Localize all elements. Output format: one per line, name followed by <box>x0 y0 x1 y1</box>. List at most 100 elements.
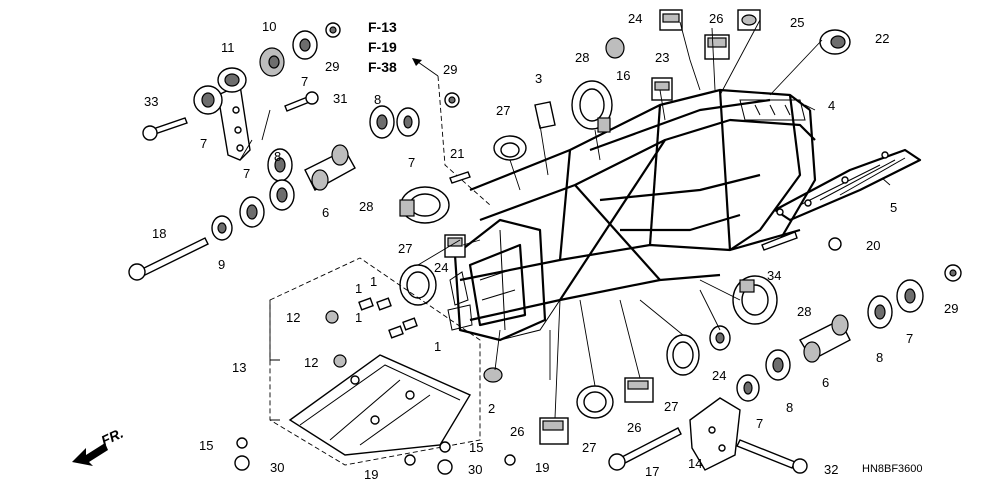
part-label-29[interactable]: 29 <box>944 301 958 316</box>
reference-label-f19[interactable]: F-19 <box>368 39 397 55</box>
part-label-29[interactable]: 29 <box>325 59 339 74</box>
engine-mount-parts-left <box>128 22 420 281</box>
clamp-23 <box>651 77 673 101</box>
part-label-28[interactable]: 28 <box>359 199 373 214</box>
part-label-9[interactable]: 9 <box>218 257 225 272</box>
part-label-15[interactable]: 15 <box>469 440 483 455</box>
part-label-27[interactable]: 27 <box>582 440 596 455</box>
part-label-24[interactable]: 24 <box>434 260 448 275</box>
clamp-27-left <box>399 264 437 306</box>
clamp-27-right <box>666 334 700 376</box>
leader-lines <box>239 19 891 421</box>
part-label-7[interactable]: 7 <box>408 155 415 170</box>
part-label-32[interactable]: 32 <box>824 462 838 477</box>
part-label-15[interactable]: 15 <box>199 438 213 453</box>
front-arrow-icon <box>72 443 108 466</box>
bolt-21 <box>449 171 471 184</box>
part-label-24[interactable]: 24 <box>712 368 726 383</box>
front-direction-indicator: FR. <box>72 425 126 466</box>
part-label-27[interactable]: 27 <box>664 399 678 414</box>
part-label-30[interactable]: 30 <box>468 462 482 477</box>
part-label-7[interactable]: 7 <box>200 136 207 151</box>
engine-mount-parts-right <box>608 264 962 474</box>
clamp-25 <box>737 9 761 31</box>
reference-label-f13[interactable]: F-13 <box>368 19 397 35</box>
part-label-5[interactable]: 5 <box>890 200 897 215</box>
part-label-20[interactable]: 20 <box>866 238 880 253</box>
part-label-30[interactable]: 30 <box>270 460 284 475</box>
part-label-29[interactable]: 29 <box>443 62 457 77</box>
reference-arrow <box>417 61 439 77</box>
clamp-28-top <box>571 80 613 133</box>
part-label-4[interactable]: 4 <box>828 98 835 113</box>
part-label-8[interactable]: 8 <box>876 350 883 365</box>
part-label-24[interactable]: 24 <box>628 11 642 26</box>
part-label-8[interactable]: 8 <box>374 92 381 107</box>
part-label-8[interactable]: 8 <box>274 149 281 164</box>
clamp-26-right <box>624 377 654 403</box>
part-label-25[interactable]: 25 <box>790 15 804 30</box>
clamp-24-top <box>659 9 683 31</box>
reference-arrow-head <box>412 58 422 66</box>
part-number-labels: 1 1 1 1 2 3 4 5 6 6 7 7 7 7 7 7 8 8 8 8 … <box>144 11 958 482</box>
reference-leader <box>437 75 491 206</box>
reference-labels: F-13 F-19 F-38 <box>368 19 491 206</box>
part-label-12[interactable]: 12 <box>304 355 318 370</box>
part-label-7[interactable]: 7 <box>906 331 913 346</box>
part-label-27[interactable]: 27 <box>496 103 510 118</box>
part-label-1[interactable]: 1 <box>434 339 441 354</box>
reference-label-f38[interactable]: F-38 <box>368 59 397 75</box>
clamp-16 <box>605 37 625 59</box>
part-label-1[interactable]: 1 <box>355 281 362 296</box>
clamp-28-right <box>732 275 778 325</box>
part-label-13[interactable]: 13 <box>232 360 246 375</box>
part-label-8[interactable]: 8 <box>786 400 793 415</box>
part-label-26[interactable]: 26 <box>709 11 723 26</box>
bolt-34 <box>761 231 798 251</box>
clamp-27-top <box>493 135 527 161</box>
part-label-22[interactable]: 22 <box>875 31 889 46</box>
part-label-14[interactable]: 14 <box>688 456 702 471</box>
main-frame <box>447 88 817 342</box>
clamp-3 <box>534 101 556 129</box>
clamp-24-left <box>444 234 466 258</box>
part-label-21[interactable]: 21 <box>450 146 464 161</box>
part-label-26[interactable]: 26 <box>510 424 524 439</box>
part-label-7[interactable]: 7 <box>756 416 763 431</box>
part-label-27[interactable]: 27 <box>398 241 412 256</box>
clamps-and-holders <box>399 9 851 445</box>
part-label-1[interactable]: 1 <box>370 274 377 289</box>
clamp-22 <box>819 29 851 55</box>
clamp-26-top <box>704 34 730 60</box>
part-label-7[interactable]: 7 <box>301 74 308 89</box>
part-label-1[interactable]: 1 <box>355 310 362 325</box>
part-label-7[interactable]: 7 <box>243 166 250 181</box>
nut-29-mid <box>444 92 460 108</box>
part-label-11[interactable]: 11 <box>221 40 235 55</box>
part-label-3[interactable]: 3 <box>535 71 542 86</box>
mount-bracket-11 <box>217 83 251 161</box>
part-label-19[interactable]: 19 <box>364 467 378 482</box>
part-label-19[interactable]: 19 <box>535 460 549 475</box>
part-label-6[interactable]: 6 <box>322 205 329 220</box>
part-label-6[interactable]: 6 <box>822 375 829 390</box>
part-label-12[interactable]: 12 <box>286 310 300 325</box>
part-label-18[interactable]: 18 <box>152 226 166 241</box>
rear-carrier-bracket <box>773 148 922 222</box>
part-label-34[interactable]: 34 <box>767 268 781 283</box>
part-label-16[interactable]: 16 <box>616 68 630 83</box>
part-label-28[interactable]: 28 <box>575 50 589 65</box>
grommet-2 <box>483 367 503 383</box>
part-label-28[interactable]: 28 <box>797 304 811 319</box>
part-label-31[interactable]: 31 <box>333 91 347 106</box>
part-label-23[interactable]: 23 <box>655 50 669 65</box>
part-label-10[interactable]: 10 <box>262 19 276 34</box>
part-label-26[interactable]: 26 <box>627 420 641 435</box>
diagram-code: HN8BF3600 <box>862 463 923 475</box>
front-direction-label: FR. <box>99 425 126 449</box>
clamp-28-left <box>399 186 450 224</box>
part-label-17[interactable]: 17 <box>645 464 659 479</box>
part-label-2[interactable]: 2 <box>488 401 495 416</box>
part-label-33[interactable]: 33 <box>144 94 158 109</box>
